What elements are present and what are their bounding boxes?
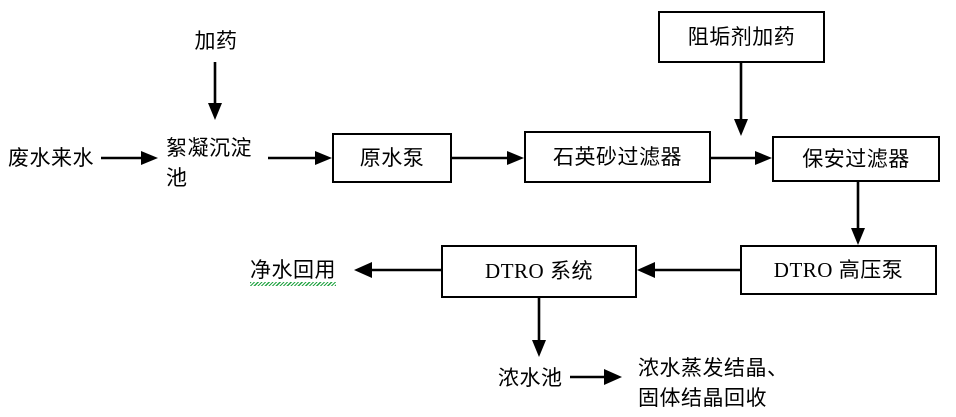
edge-dtro-system-to-concentrate-tank xyxy=(532,298,546,357)
edge-concentrate-tank-to-crystallization xyxy=(570,369,622,385)
edge-security-filter-to-hp-pump xyxy=(851,182,865,245)
edge-inflow-to-coagulation xyxy=(101,151,158,165)
node-coagulation-sedimentation-tank: 絮凝沉淀 池 xyxy=(166,133,270,195)
node-clean-water-reuse: 净水回用 xyxy=(250,254,354,288)
node-coagulation-line-1: 絮凝沉淀 xyxy=(166,136,252,160)
edge-antiscalant-to-security-filter xyxy=(734,63,748,136)
node-wastewater-inflow-label: 废水来水 xyxy=(8,145,94,170)
node-raw-water-pump-label: 原水泵 xyxy=(359,145,425,170)
node-raw-water-pump[interactable]: 原水泵 xyxy=(332,133,452,183)
node-quartz-sand-filter[interactable]: 石英砂过滤器 xyxy=(524,131,711,183)
node-wastewater-inflow: 废水来水 xyxy=(8,141,104,175)
edge-dosing-to-coagulation xyxy=(208,62,222,120)
edge-sand-filter-to-security-filter xyxy=(711,151,772,165)
node-security-filter-label: 保安过滤器 xyxy=(802,146,910,171)
node-crystallization-line-2: 固体结晶回收 xyxy=(638,386,767,411)
node-clean-water-reuse-label: 净水回用 xyxy=(250,257,336,287)
node-concentrate-tank: 浓水池 xyxy=(498,361,574,395)
node-dtro-system-label: DTRO 系统 xyxy=(485,259,593,284)
node-antiscalant-dosing[interactable]: 阻垢剂加药 xyxy=(658,11,825,63)
edge-raw-pump-to-sand-filter xyxy=(452,151,524,165)
node-quartz-sand-filter-label: 石英砂过滤器 xyxy=(553,144,682,169)
node-coagulation-line-2: 池 xyxy=(166,166,188,191)
node-concentrate-tank-label: 浓水池 xyxy=(498,365,563,390)
node-crystallization-line-1: 浓水蒸发结晶、 xyxy=(638,356,789,380)
edge-dtro-system-to-reuse xyxy=(354,262,441,278)
node-dosing-top-left-label: 加药 xyxy=(194,28,238,53)
node-dtro-high-pressure-pump[interactable]: DTRO 高压泵 xyxy=(740,245,937,295)
node-dtro-high-pressure-pump-label: DTRO 高压泵 xyxy=(773,257,904,282)
node-dosing-top-left: 加药 xyxy=(180,24,252,58)
edge-coagulation-to-raw-pump xyxy=(268,151,332,165)
node-evaporative-crystallization: 浓水蒸发结晶、 固体结晶回收 xyxy=(638,353,838,415)
edge-hp-pump-to-dtro-system xyxy=(637,262,740,278)
node-dtro-system[interactable]: DTRO 系统 xyxy=(441,245,637,298)
node-security-filter[interactable]: 保安过滤器 xyxy=(772,136,940,182)
node-antiscalant-dosing-label: 阻垢剂加药 xyxy=(687,24,796,49)
